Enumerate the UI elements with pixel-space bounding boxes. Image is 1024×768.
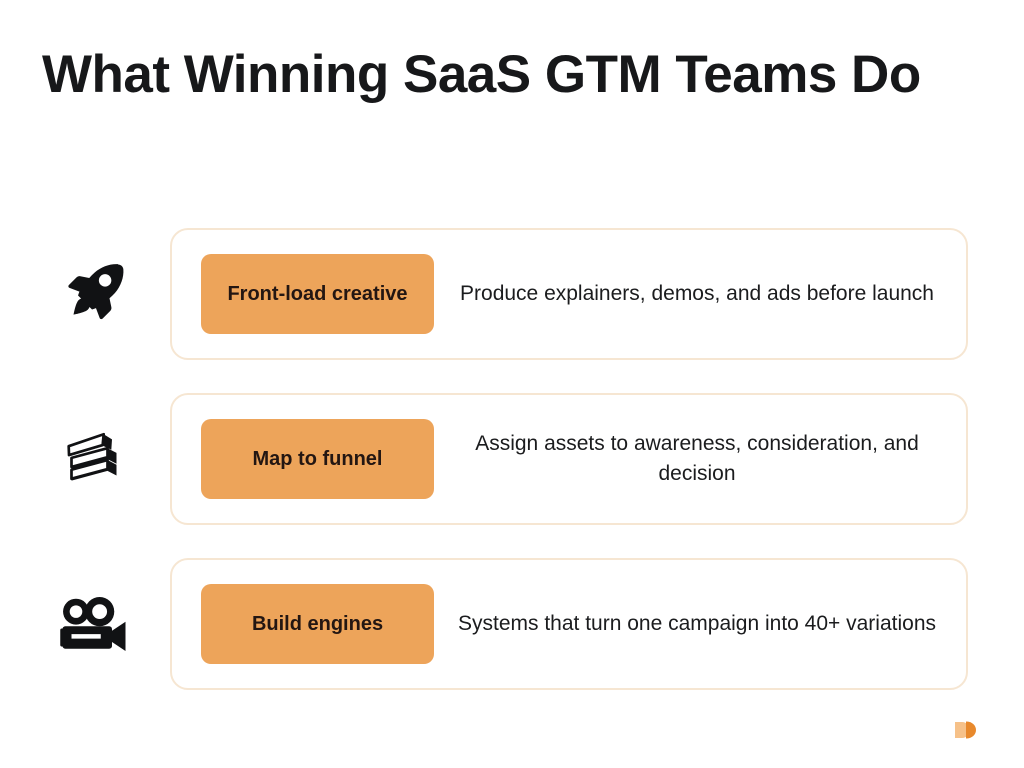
info-card[interactable]: Map to funnel Assign assets to awareness… bbox=[170, 393, 968, 525]
rocket-icon bbox=[42, 228, 146, 360]
brand-logo-mark bbox=[952, 718, 986, 742]
card-description: Assign assets to awareness, consideratio… bbox=[475, 432, 919, 485]
card-badge-label: Front-load creative bbox=[201, 254, 434, 334]
rows-container: Front-load creative Produce explainers, … bbox=[0, 228, 1024, 723]
info-card[interactable]: Front-load creative Produce explainers, … bbox=[170, 228, 968, 360]
page-title: What Winning SaaS GTM Teams Do bbox=[42, 45, 921, 104]
row-item: Build engines Systems that turn one camp… bbox=[0, 558, 1024, 690]
card-description: Systems that turn one campaign into 40+ … bbox=[457, 612, 937, 635]
movie-camera-icon bbox=[42, 558, 146, 690]
card-description: Produce explainers, demos, and ads befor… bbox=[460, 282, 934, 305]
card-badge-label: Map to funnel bbox=[201, 419, 434, 499]
card-badge-label: Build engines bbox=[201, 584, 434, 664]
info-card[interactable]: Build engines Systems that turn one camp… bbox=[170, 558, 968, 690]
row-item: Front-load creative Produce explainers, … bbox=[0, 228, 1024, 360]
row-item: Map to funnel Assign assets to awareness… bbox=[0, 393, 1024, 525]
books-icon bbox=[42, 393, 146, 525]
